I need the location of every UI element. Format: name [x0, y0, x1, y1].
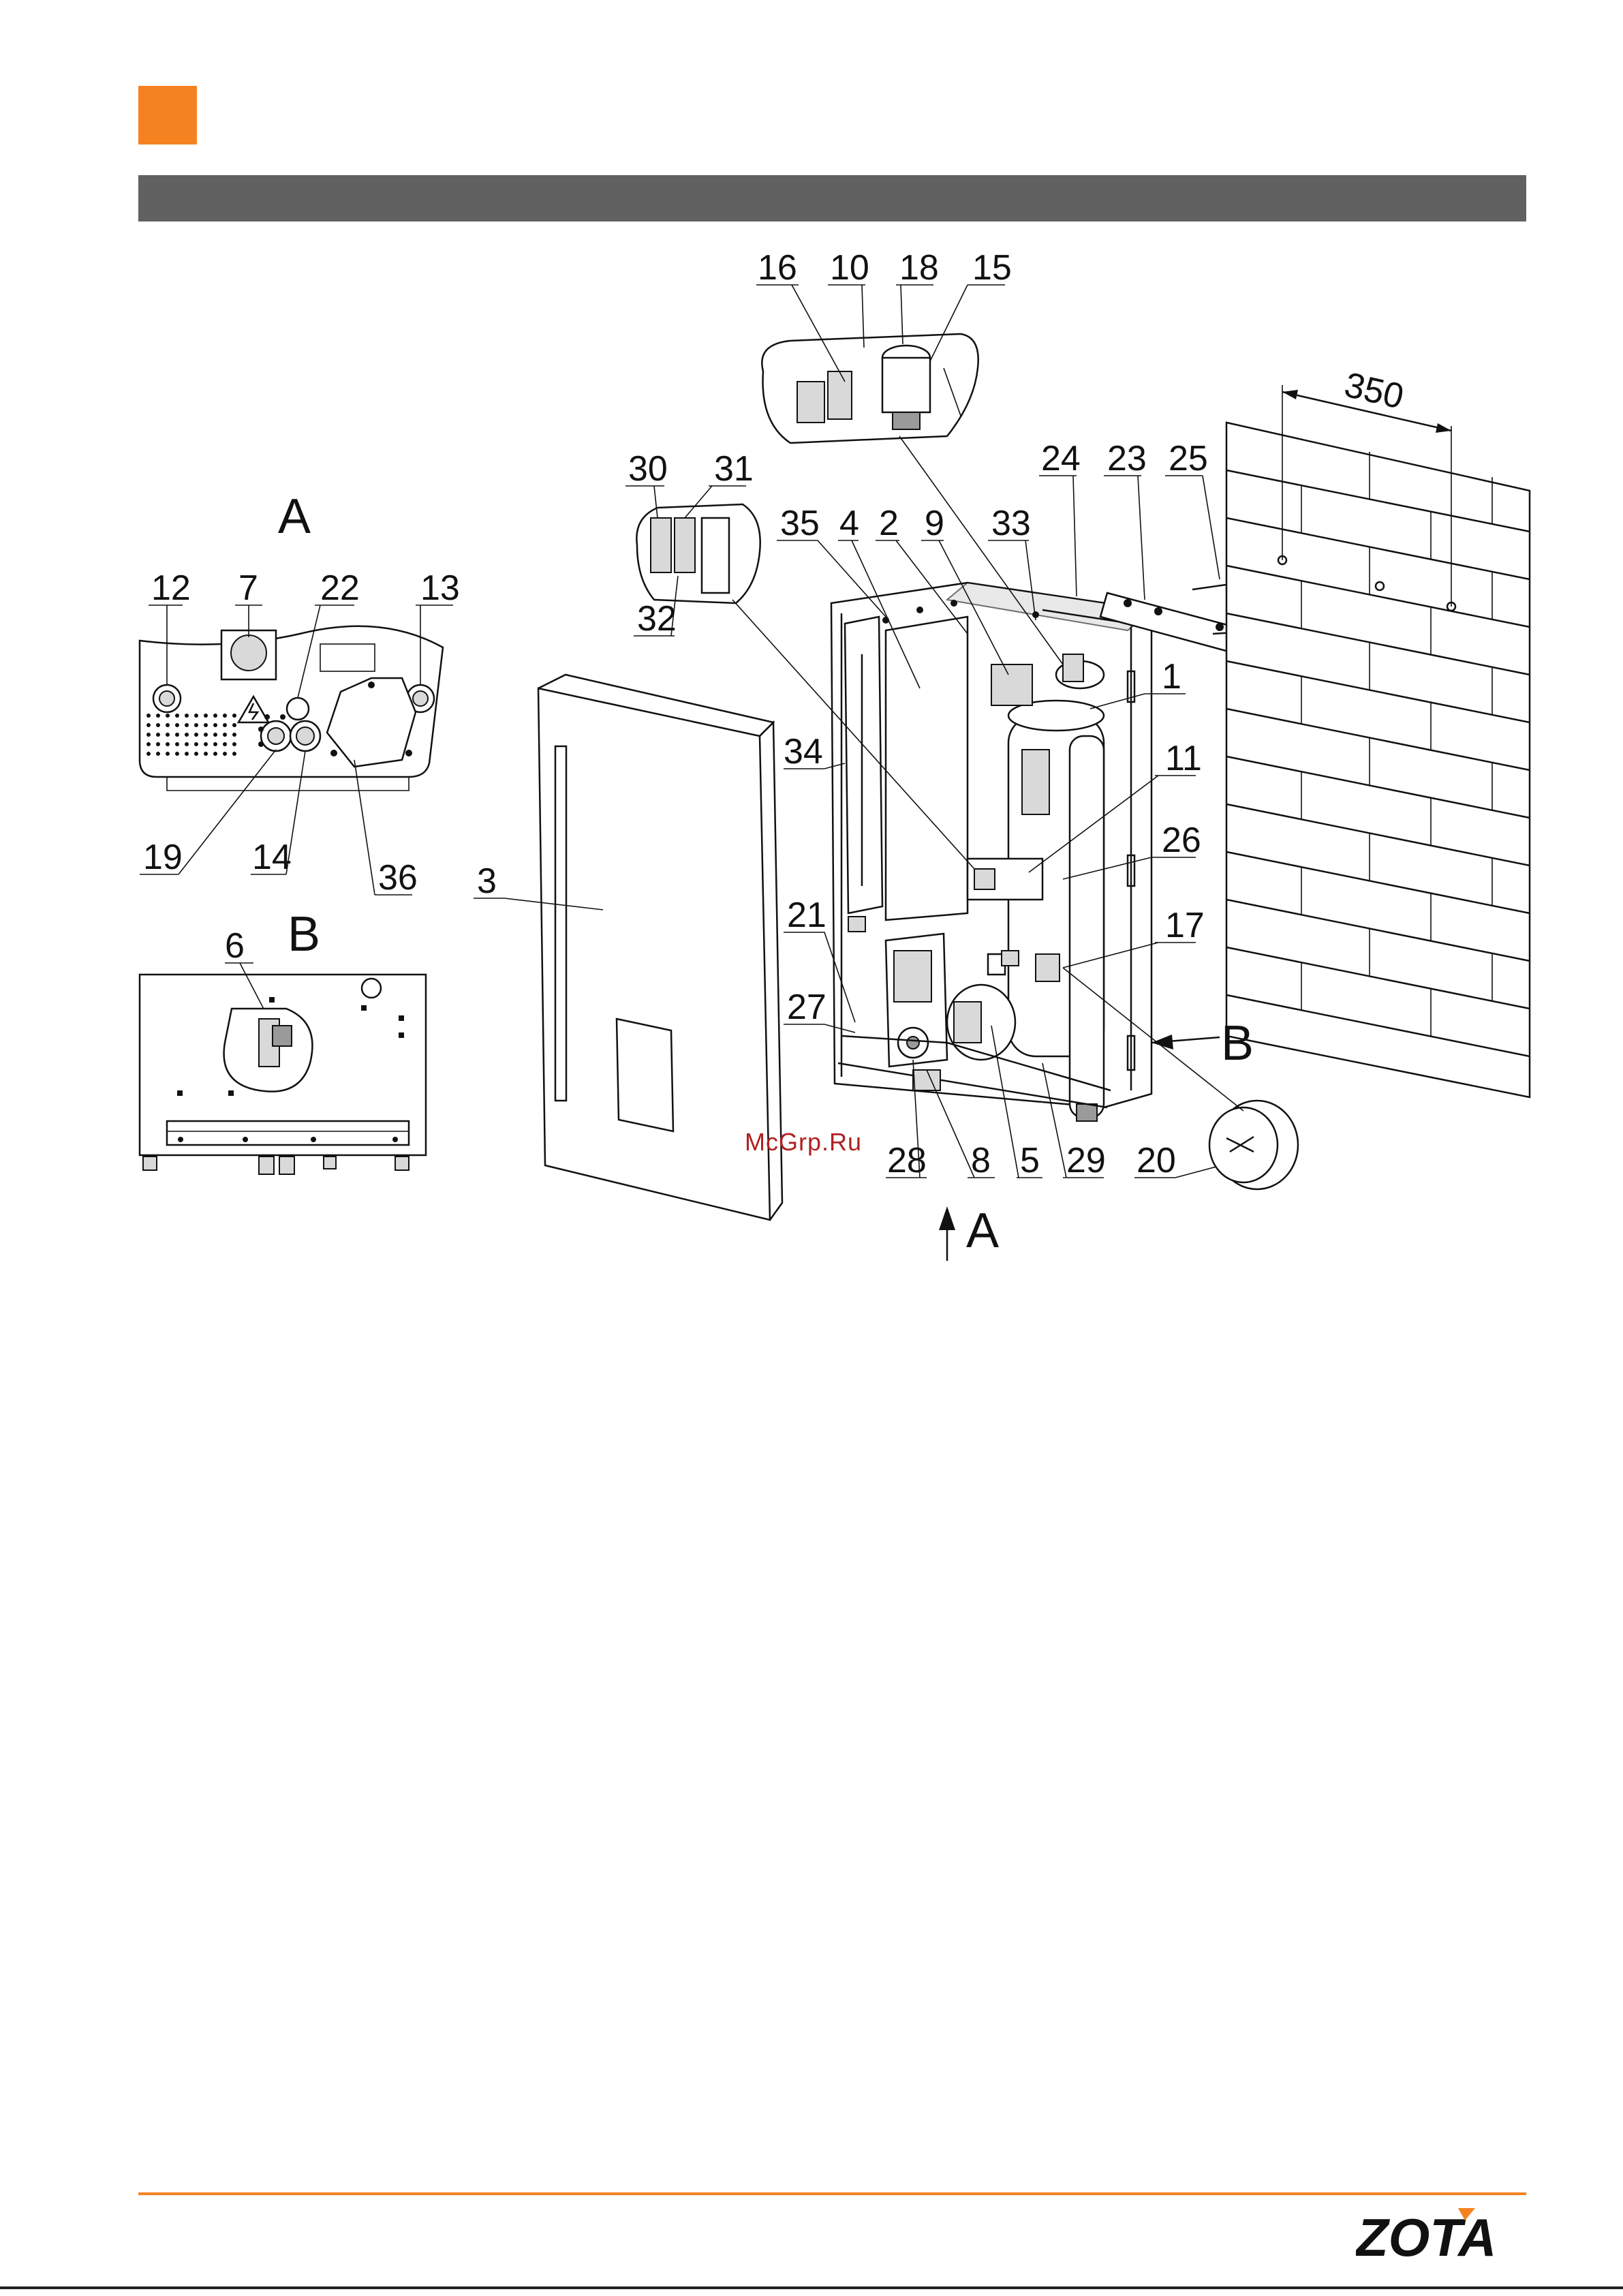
- callout-8: 8: [971, 1141, 991, 1180]
- boiler-housing: [831, 583, 1151, 1121]
- callout-35: 35: [780, 504, 820, 543]
- callout-19: 19: [143, 838, 183, 877]
- view-arrow-b: B: [1151, 1016, 1254, 1071]
- view-b-panel: B 6: [140, 907, 426, 1174]
- callout-28: 28: [887, 1141, 927, 1180]
- callout-15: 15: [972, 248, 1012, 288]
- callout-2: 2: [879, 504, 899, 543]
- callout-23: 23: [1107, 439, 1147, 478]
- callout-4: 4: [839, 504, 859, 543]
- callout-14: 14: [252, 838, 292, 877]
- view-b-label: B: [288, 907, 320, 962]
- callout-21: 21: [787, 896, 826, 935]
- dimension-350: 350: [1341, 365, 1408, 417]
- bottom-edge: [0, 2286, 1623, 2289]
- zota-logo: ZOTA: [1356, 2200, 1526, 2275]
- arrow-a-label: A: [966, 1204, 999, 1258]
- callout-20: 20: [1137, 1141, 1176, 1180]
- callout-17: 17: [1165, 906, 1205, 945]
- callout-24: 24: [1041, 439, 1081, 478]
- callout-30: 30: [628, 449, 668, 489]
- callout-26: 26: [1162, 821, 1201, 860]
- callout-6: 6: [225, 926, 245, 966]
- callout-5: 5: [1020, 1141, 1040, 1180]
- callout-7: 7: [238, 568, 258, 608]
- brick-wall: 350: [1226, 365, 1530, 1097]
- callout-1: 1: [1162, 657, 1181, 697]
- callout-10: 10: [830, 248, 869, 288]
- callout-31: 31: [714, 449, 754, 489]
- callout-22: 22: [320, 568, 360, 608]
- callout-32: 32: [637, 599, 677, 639]
- callout-16: 16: [758, 248, 797, 288]
- view-arrow-a: A: [939, 1204, 999, 1261]
- callout-12: 12: [151, 568, 191, 608]
- front-cover: 3: [474, 675, 782, 1220]
- arrow-b-label: B: [1221, 1016, 1254, 1071]
- vent-grid: [146, 714, 236, 756]
- callout-27: 27: [787, 988, 826, 1027]
- callout-33: 33: [991, 504, 1031, 543]
- view-a-panel: A 12: [140, 489, 460, 898]
- callout-25: 25: [1169, 439, 1208, 478]
- watermark-text: McGrp.Ru: [745, 1128, 862, 1157]
- svg-text:ZOTA: ZOTA: [1356, 2207, 1497, 2267]
- callout-36: 36: [378, 858, 418, 898]
- view-a-label: A: [278, 489, 311, 544]
- callout-9: 9: [925, 504, 944, 543]
- callout-18: 18: [899, 248, 939, 288]
- callout-3: 3: [477, 861, 497, 901]
- callout-29: 29: [1066, 1141, 1106, 1180]
- callout-11: 11: [1165, 739, 1202, 778]
- callout-34: 34: [784, 732, 823, 771]
- callout-13: 13: [420, 568, 460, 608]
- footer-line: [138, 2192, 1526, 2195]
